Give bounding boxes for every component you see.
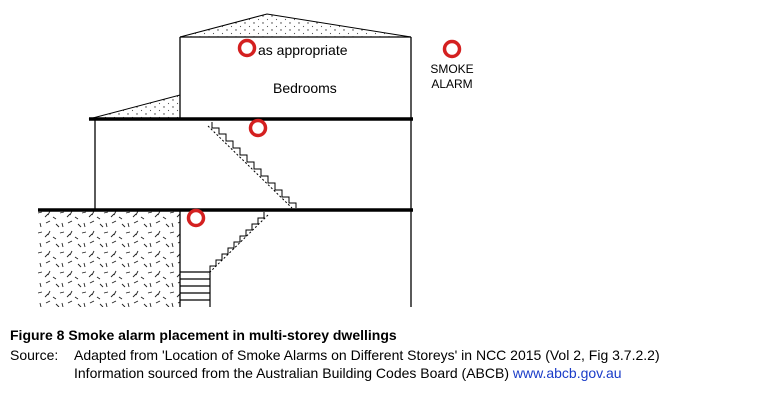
source-row-2: Information sourced from the Australian …: [10, 364, 750, 382]
abcb-link[interactable]: www.abcb.gov.au: [512, 365, 622, 381]
lower-staircase: [209, 212, 265, 272]
legend-line-1: SMOKE: [430, 62, 474, 76]
bottom-stair-treads: [180, 271, 211, 307]
figure-caption: Figure 8 Smoke alarm placement in multi-…: [10, 327, 750, 382]
as-appropriate-label: as appropriate: [258, 42, 348, 58]
house-cross-section-diagram: [38, 13, 462, 307]
source-line-1: Adapted from 'Location of Smoke Alarms o…: [74, 347, 660, 363]
legend-line-2: ALARM: [431, 77, 473, 91]
smoke-alarm-icon: [248, 118, 268, 138]
roof: [179, 13, 412, 38]
lower-roof: [88, 94, 181, 120]
ground-soil: [38, 210, 180, 307]
lower-staircase-stringer: [207, 214, 269, 275]
smoke-alarm-icon: [237, 38, 257, 58]
smoke-alarm-icon: [186, 208, 206, 228]
smoke-alarm-icon: [442, 39, 462, 59]
figure-title: Figure 8 Smoke alarm placement in multi-…: [10, 327, 397, 343]
legend-label: SMOKE ALARM: [425, 62, 479, 92]
upper-staircase: [211, 122, 297, 208]
upper-staircase-stringer: [207, 125, 293, 209]
source-row-1: Source: Adapted from 'Location of Smoke …: [10, 346, 750, 364]
source-line-2: Information sourced from the Australian …: [74, 364, 622, 382]
source-label-spacer: [10, 364, 74, 382]
bedrooms-label: Bedrooms: [273, 80, 337, 96]
source-label: Source:: [10, 347, 59, 363]
source-line-2-text: Information sourced from the Australian …: [74, 365, 513, 381]
